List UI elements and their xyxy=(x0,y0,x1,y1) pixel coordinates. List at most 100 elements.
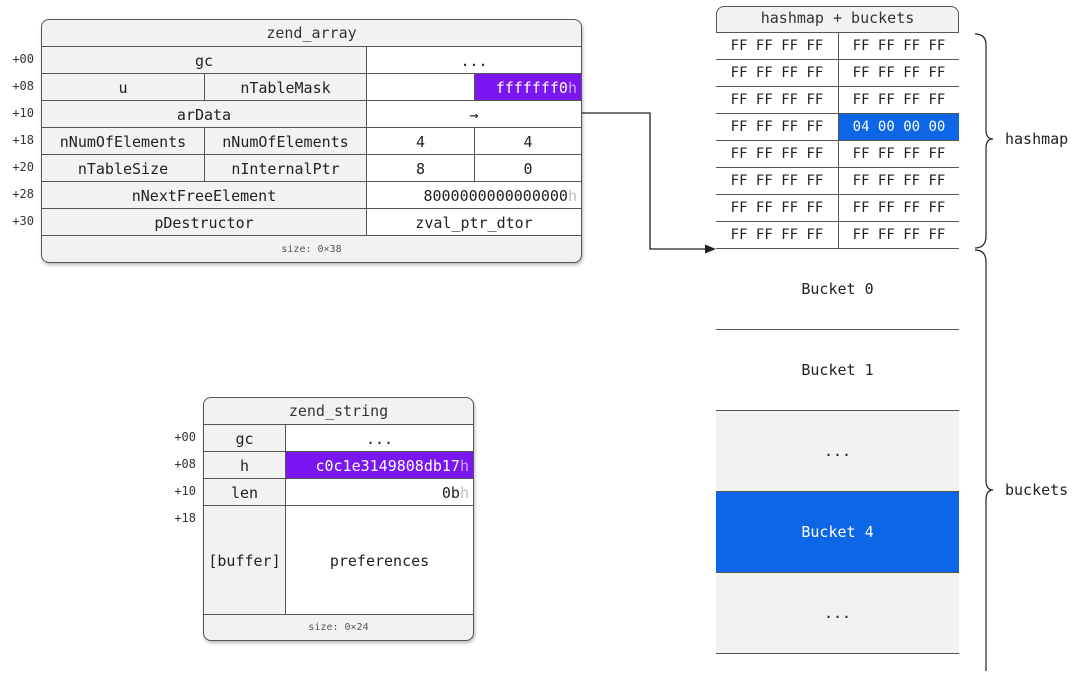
offset-label: +00 xyxy=(12,52,34,66)
field-label: arData xyxy=(176,105,232,124)
size-footer-row: size: 0×38 xyxy=(42,235,581,262)
field-value: ... xyxy=(285,425,473,452)
hashmap-slot-left: FF FF FF FF xyxy=(730,92,824,108)
hashmap-slot-row: FF FF FF FF FF FF FF FF xyxy=(716,86,959,113)
hashmap-slot-row: FF FF FF FF FF FF FF FF xyxy=(716,221,959,248)
offset-label: +10 xyxy=(174,484,196,498)
field-row-ntablesize: nTableSize nInternalPtr 8 0 xyxy=(42,154,581,182)
hashmap-slot-left: FF FF FF FF xyxy=(730,146,824,162)
hex-value: 0b xyxy=(441,483,460,502)
hashmap-slot-right: FF FF FF FF xyxy=(838,33,959,59)
field-value: 8 xyxy=(366,155,474,182)
hashmap-slot-right: FF FF FF FF xyxy=(838,141,959,167)
offset-label: +10 xyxy=(12,106,34,120)
field-value: ... xyxy=(366,47,581,74)
hashmap-slot-right: FF FF FF FF xyxy=(838,87,959,113)
offset-label: +08 xyxy=(12,79,34,93)
field-row-gc: gc ... xyxy=(42,46,581,74)
field-row-buffer: [buffer] preferences xyxy=(204,505,473,615)
field-label: nNumOfElements xyxy=(204,128,366,155)
offset-label: +30 xyxy=(12,214,34,228)
field-value: zval_ptr_dtor xyxy=(366,209,581,236)
hex-suffix: h xyxy=(459,456,469,475)
hex-value: fffffff0 xyxy=(495,78,568,97)
size-footer-row: size: 0×24 xyxy=(204,614,473,640)
field-value: 4 xyxy=(474,128,581,155)
field-label: h xyxy=(239,456,250,475)
offset-label: +08 xyxy=(174,457,196,471)
bucket: ... xyxy=(716,410,959,491)
hashmap-slot-right: FF FF FF FF xyxy=(838,168,959,194)
hex-value: 8000000000000000 xyxy=(423,186,568,205)
field-label: nTableSize xyxy=(77,159,169,178)
hashmap-slot-row: FF FF FF FF FF FF FF FF xyxy=(716,140,959,167)
hex-suffix: h xyxy=(459,483,469,502)
hashmap-slot-left: FF FF FF FF xyxy=(730,119,824,135)
field-row-nnumofelements: nNumOfElements nNumOfElements 4 4 xyxy=(42,127,581,155)
zend-array-title: zend_array xyxy=(266,24,357,42)
pointer-arrow-icon: → xyxy=(366,101,581,128)
hashmap-slot-row: FF FF FF FF FF FF FF FF xyxy=(716,167,959,194)
hashmap-slot-row: FF FF FF FF FF FF FF FF xyxy=(716,194,959,221)
hashmap-slot-right: FF FF FF FF xyxy=(838,195,959,221)
offset-label: +00 xyxy=(174,430,196,444)
hashmap-label: hashmap xyxy=(1005,130,1069,148)
hex-suffix: h xyxy=(567,78,577,97)
field-label: gc xyxy=(194,51,214,70)
field-label: nTableMask xyxy=(204,74,366,101)
hashmap-brace xyxy=(974,33,994,249)
hashmap-slot-left: FF FF FF FF xyxy=(730,38,824,54)
field-label: pDestructor xyxy=(154,213,254,232)
hex-value: c0c1e3149808db17 xyxy=(315,456,460,475)
hashmap-slot-right-highlight: 04 00 00 00 xyxy=(838,114,959,140)
hashmap-slot-left: FF FF FF FF xyxy=(730,173,824,189)
hex-suffix: h xyxy=(567,186,577,205)
hashmap-slot-row: FF FF FF FF 04 00 00 00 xyxy=(716,113,959,140)
field-value: preferences xyxy=(285,506,473,615)
offset-label: +18 xyxy=(12,133,34,147)
bucket-highlight: Bucket 4 xyxy=(716,491,959,572)
field-label: u xyxy=(118,78,128,97)
field-label: gc xyxy=(235,429,254,448)
hashmap-slot-row: FF FF FF FF FF FF FF FF xyxy=(716,32,959,59)
hashmap-slot-right: FF FF FF FF xyxy=(838,222,959,248)
zend-string-title: zend_string xyxy=(288,402,389,420)
hashmap-slot-left: FF FF FF FF xyxy=(730,200,824,216)
field-label: nNumOfElements xyxy=(59,132,187,151)
field-value-empty xyxy=(366,74,474,101)
ardata-pointer-arrow xyxy=(582,33,994,671)
offset-label: +28 xyxy=(12,187,34,201)
field-label: nNextFreeElement xyxy=(131,186,277,205)
field-value: 0 xyxy=(474,155,581,182)
hashmap-slot-row: FF FF FF FF FF FF FF FF xyxy=(716,59,959,86)
buckets-label: buckets xyxy=(1005,481,1069,499)
offset-label: +18 xyxy=(174,511,196,525)
bucket: Bucket 1 xyxy=(716,329,959,410)
field-value: 4 xyxy=(366,128,474,155)
hashmap-title: hashmap + buckets xyxy=(760,9,915,27)
field-row-ardata: arData → xyxy=(42,100,581,128)
size-label: size: 0×38 xyxy=(281,244,342,255)
bucket: Bucket 0 xyxy=(716,248,959,329)
hashmap-slot-left: FF FF FF FF xyxy=(730,65,824,81)
size-label: size: 0×24 xyxy=(308,622,369,633)
field-row-gc: gc ... xyxy=(204,424,473,452)
field-label: len xyxy=(230,483,259,502)
hashmap-slot-left: FF FF FF FF xyxy=(730,227,824,243)
buckets-brace xyxy=(974,249,994,671)
hashmap-slot-right: FF FF FF FF xyxy=(838,60,959,86)
field-label: nInternalPtr xyxy=(204,155,366,182)
field-label: [buffer] xyxy=(208,551,281,570)
offset-label: +20 xyxy=(12,160,34,174)
field-row-pdestructor: pDestructor zval_ptr_dtor xyxy=(42,208,581,236)
bucket: ... xyxy=(716,572,959,653)
